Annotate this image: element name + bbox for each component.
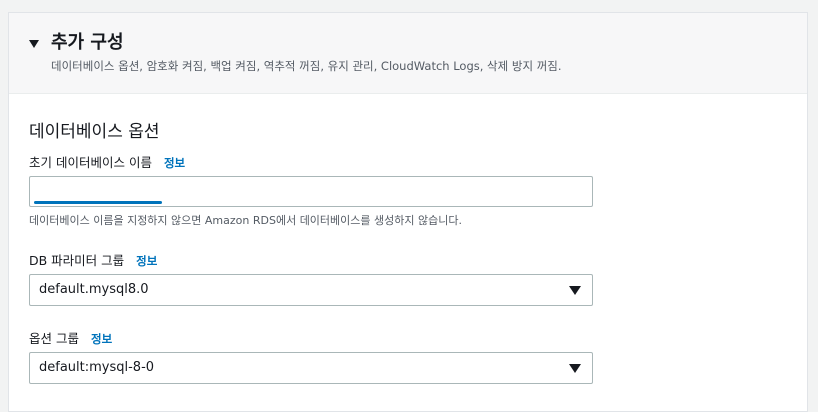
db-parameter-group-label: DB 파라미터 그룹 정보 — [29, 250, 157, 269]
db-parameter-group-info-link[interactable]: 정보 — [136, 254, 158, 268]
db-parameter-group-selected-value: default.mysql8.0 — [39, 282, 149, 297]
dropdown-caret-icon — [569, 286, 581, 295]
additional-config-panel: 추가 구성 데이터베이스 옵션, 암호화 켜짐, 백업 켜짐, 역추적 꺼짐, … — [8, 12, 808, 412]
option-group-selected-value: default:mysql-8-0 — [39, 360, 155, 375]
db-parameter-group-label-text: DB 파라미터 그룹 — [29, 253, 125, 268]
option-group-info-link[interactable]: 정보 — [90, 332, 113, 346]
option-group-label-text: 옵션 그룹 — [29, 331, 79, 346]
initial-db-name-input-container[interactable] — [29, 176, 593, 207]
section-description: 데이터베이스 옵션, 암호화 켜짐, 백업 켜짐, 역추적 꺼짐, 유지 관리,… — [51, 59, 562, 73]
database-options-title: 데이터베이스 옵션 — [29, 122, 160, 142]
initial-db-name-label: 초기 데이터베이스 이름 정보 — [29, 152, 185, 171]
initial-db-name-info-link[interactable]: 정보 — [163, 156, 186, 170]
additional-config-header[interactable]: 추가 구성 데이터베이스 옵션, 암호화 켜짐, 백업 켜짐, 역추적 꺼짐, … — [9, 13, 807, 94]
option-group-label: 옵션 그룹 정보 — [29, 328, 112, 347]
section-title[interactable]: 추가 구성 — [51, 32, 124, 53]
input-focus-underline — [34, 201, 162, 204]
initial-db-name-label-text: 초기 데이터베이스 이름 — [29, 155, 152, 170]
dropdown-caret-icon — [569, 364, 581, 373]
caret-down-icon[interactable] — [29, 40, 39, 48]
option-group-select[interactable]: default:mysql-8-0 — [29, 352, 593, 384]
db-parameter-group-select[interactable]: default.mysql8.0 — [29, 274, 593, 306]
initial-db-name-hint: 데이터베이스 이름을 지정하지 않으면 Amazon RDS에서 데이터베이스를… — [29, 214, 462, 227]
